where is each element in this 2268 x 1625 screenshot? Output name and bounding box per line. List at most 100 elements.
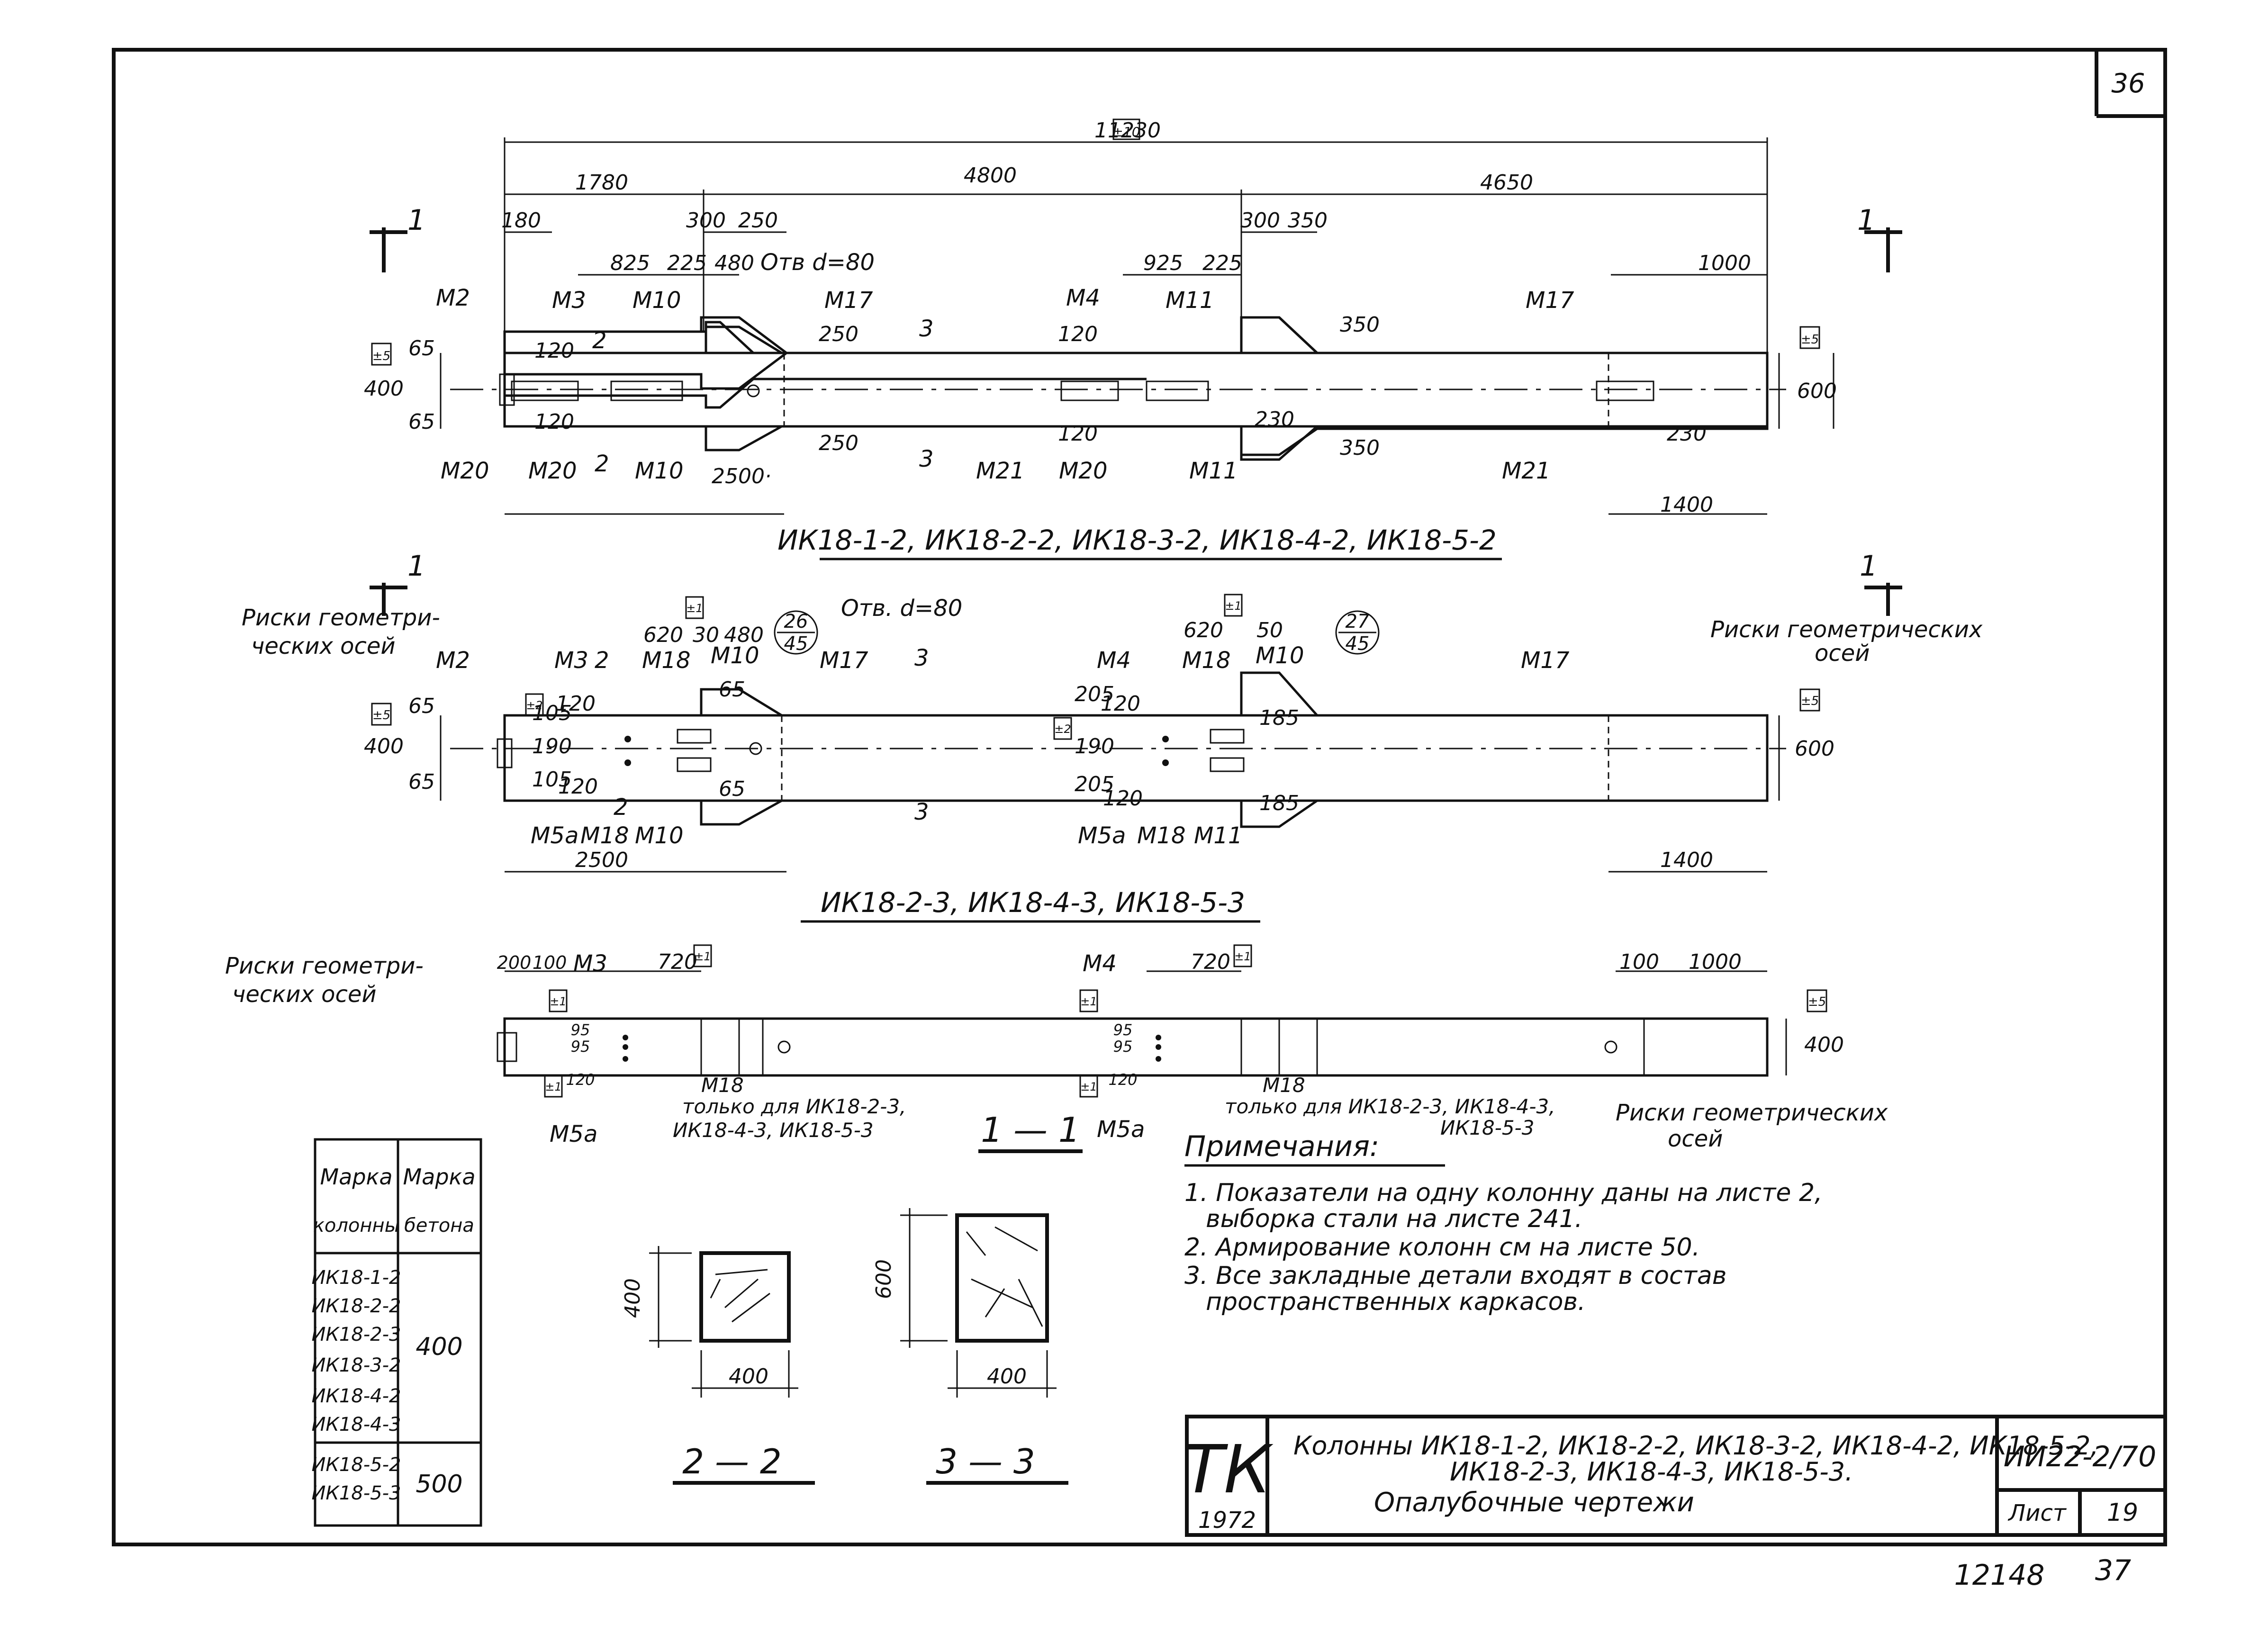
label-m17b: М17 bbox=[1526, 287, 1574, 314]
risk-left-2: ческих осей bbox=[251, 633, 396, 659]
label-sec3a: 3 bbox=[919, 316, 934, 342]
dim3-1000: 1000 bbox=[1689, 950, 1742, 974]
dim3-95d: 95 bbox=[1113, 1038, 1133, 1056]
dim-600: 600 bbox=[1797, 379, 1837, 403]
circle2-bot: 45 bbox=[1346, 633, 1370, 655]
risk3-left-1: Риски геометри- bbox=[225, 953, 424, 979]
cut-1-left: 1 bbox=[407, 204, 425, 237]
dim2-205a: 205 bbox=[1075, 682, 1114, 706]
dim2-105b: 105 bbox=[532, 767, 572, 792]
tol2-c: ±2 bbox=[1054, 722, 1071, 736]
dim2-185a: 185 bbox=[1259, 706, 1299, 730]
dim2-120d: 120 bbox=[1103, 786, 1143, 811]
section-2-2-label: 2 — 2 bbox=[682, 1442, 781, 1481]
tb-line3: Опалубочные чертежи bbox=[1374, 1487, 1694, 1518]
dim2-480: 480 bbox=[724, 623, 764, 647]
dim-225a: 225 bbox=[667, 251, 707, 275]
sec3-height: 600 bbox=[872, 1259, 896, 1299]
dim2-65a: 65 bbox=[408, 694, 435, 718]
label-m20c: М20 bbox=[1059, 458, 1108, 484]
label-m11b: М11 bbox=[1189, 458, 1238, 484]
view3-text: Риски геометри- ческих осей Риски геомет… bbox=[225, 944, 1888, 1153]
dim-925: 925 bbox=[1143, 251, 1183, 275]
cut-1-right: 1 bbox=[1857, 204, 1875, 237]
label2-m5a-b: М5а bbox=[1078, 822, 1126, 849]
dim3-200: 200 bbox=[497, 952, 532, 973]
note-1a: 1. Показатели на одну колонну даны на ли… bbox=[1184, 1179, 1823, 1207]
dim2-120b: 120 bbox=[558, 775, 598, 799]
dim-250c: 250 bbox=[819, 431, 858, 455]
label2-m17a: М17 bbox=[820, 647, 868, 674]
dim2-2500: 2500 bbox=[575, 848, 628, 872]
label2-sec3a: 3 bbox=[914, 645, 929, 671]
section-1-1-label: 1 — 1 bbox=[981, 1110, 1080, 1150]
dim-1000: 1000 bbox=[1698, 251, 1751, 275]
view2-text: Риски геометри- ческих осей Риски геомет… bbox=[242, 550, 1983, 923]
label2-m10a: М10 bbox=[711, 642, 759, 669]
dim3-720b: 720 bbox=[1191, 950, 1230, 974]
dim2-1400: 1400 bbox=[1660, 848, 1713, 872]
tol2-a: ±2 bbox=[526, 699, 542, 712]
label2-sec3b: 3 bbox=[914, 799, 929, 825]
dim3-720a: 720 bbox=[658, 950, 697, 974]
dim-300a: 300 bbox=[686, 208, 726, 233]
table-cell: ИК18-4-2 bbox=[312, 1385, 401, 1407]
section-3-3: 600 400 3 — 3 bbox=[872, 1208, 1068, 1485]
cut2-1-left: 1 bbox=[407, 550, 425, 583]
note-3b: пространственных каркасов. bbox=[1206, 1288, 1586, 1316]
section-3-3-label: 3 — 3 bbox=[936, 1442, 1035, 1481]
view2-title: ИК18-2-3, ИК18-4-3, ИК18-5-3 bbox=[821, 886, 1245, 919]
table-cell: ИК18-1-2 bbox=[312, 1267, 401, 1289]
risk3-right-1: Риски геометрических bbox=[1616, 1100, 1888, 1126]
concrete-table: Марка колонны Марка бетона ИК18-1-2 ИК18… bbox=[312, 1138, 482, 1527]
dim2-65b: 65 bbox=[408, 770, 435, 794]
table-concrete-400: 400 bbox=[416, 1333, 462, 1361]
dim-120b: 120 bbox=[534, 410, 574, 434]
tol2-b: ±1 bbox=[686, 602, 703, 615]
circle2-top: 27 bbox=[1346, 611, 1370, 632]
label-m10a: М10 bbox=[633, 287, 681, 314]
tol2-d: ±1 bbox=[1225, 599, 1241, 613]
note-2: 2. Армирование колонн см на листе 50. bbox=[1184, 1233, 1700, 1262]
view1-title: ИК18-1-2, ИК18-2-2, ИК18-3-2, ИК18-4-2, … bbox=[777, 524, 1497, 556]
label-m20b: М20 bbox=[528, 458, 577, 484]
dim2-65c: 65 bbox=[719, 677, 745, 702]
dim2-190b: 190 bbox=[1075, 734, 1114, 758]
tol2-r: ±5 bbox=[1801, 694, 1819, 708]
tol-right: ±5 bbox=[1801, 333, 1819, 347]
dim-250b: 250 bbox=[819, 322, 858, 346]
note3-right-1: только для ИК18-2-3, ИК18-4-3, bbox=[1225, 1095, 1555, 1118]
note-1b: выборка стали на листе 241. bbox=[1206, 1205, 1582, 1233]
page-number: 36 bbox=[2111, 68, 2145, 99]
note3-right-2: ИК18-5-3 bbox=[1440, 1116, 1534, 1139]
dim3-100a: 100 bbox=[533, 952, 567, 973]
label3-m4: М4 bbox=[1083, 950, 1117, 977]
tb-line2: ИК18-2-3, ИК18-4-3, ИК18-5-3. bbox=[1450, 1457, 1853, 1487]
dim-350b: 350 bbox=[1340, 313, 1380, 337]
dim3-120a: 120 bbox=[566, 1071, 595, 1089]
label2-m5a-a: М5а bbox=[531, 822, 578, 849]
label2-m18d: М18 bbox=[1137, 822, 1186, 849]
title-block: ТК 1972 Колонны ИК18-1-2, ИК18-2-2, ИК18… bbox=[1184, 1415, 2167, 1537]
label3-m5a-a: М5а bbox=[550, 1121, 597, 1147]
label-sec3b: 3 bbox=[919, 446, 934, 472]
label2-m4: М4 bbox=[1097, 647, 1131, 674]
dim3-95a: 95 bbox=[571, 1021, 590, 1039]
dim2-185b: 185 bbox=[1259, 791, 1299, 815]
tol2-l: ±5 bbox=[372, 708, 390, 722]
dim3-120b: 120 bbox=[1108, 1071, 1137, 1089]
th-col-mark-a: Марка bbox=[320, 1164, 392, 1190]
sec2-height: 400 bbox=[621, 1278, 645, 1318]
tb-sheet-label: Лист bbox=[2007, 1500, 2067, 1526]
dim3-100b: 100 bbox=[1619, 950, 1659, 974]
dim2-120a: 120 bbox=[556, 692, 596, 716]
label2-m10c: М10 bbox=[635, 822, 684, 849]
label2-m3: М3 bbox=[554, 647, 588, 674]
label-m21a: М21 bbox=[976, 458, 1025, 484]
tol3-r: ±5 bbox=[1808, 995, 1826, 1009]
label3-m5a-b: М5а bbox=[1097, 1116, 1145, 1143]
table-cell: ИК18-2-3 bbox=[312, 1324, 401, 1345]
dim-1400: 1400 bbox=[1660, 493, 1713, 517]
tol3-b: ±1 bbox=[545, 1080, 561, 1093]
label-m10b: М10 bbox=[635, 458, 684, 484]
